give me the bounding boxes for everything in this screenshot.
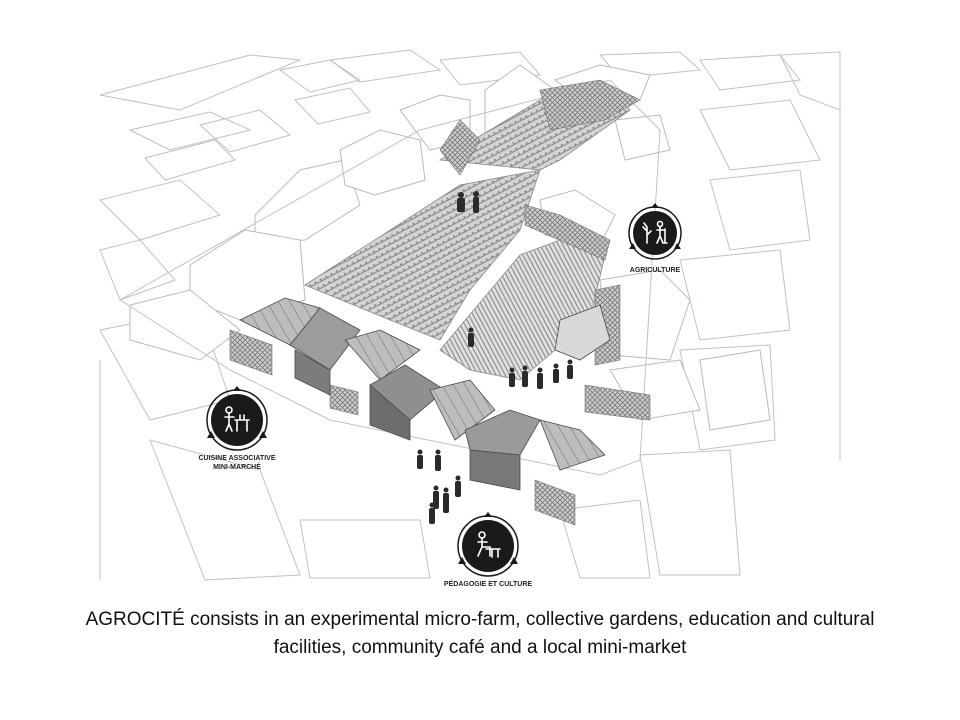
garden-rows — [439, 239, 606, 381]
kitchen-market-label: CUISINE ASSOCIATIVE MINI-MARCHÉ — [187, 454, 287, 472]
crop-field — [304, 169, 541, 341]
agriculture-icon — [628, 203, 682, 260]
greenhouses — [239, 297, 611, 491]
people — [417, 191, 573, 524]
kitchen-market-icon — [206, 386, 268, 451]
context-buildings — [99, 49, 841, 581]
education-culture-label: PÉDAGOGIE ET CULTURE — [443, 581, 533, 588]
kitchen-label-line2: MINI-MARCHÉ — [213, 464, 261, 471]
agriculture-label: AGRICULTURE — [629, 267, 681, 274]
axonometric-site-drawing — [99, 49, 841, 581]
caption: AGROCITÉ consists in an experimental mic… — [0, 606, 960, 662]
caption-line-1: AGROCITÉ consists in an experimental mic… — [85, 609, 875, 630]
fences — [229, 79, 651, 526]
education-culture-icon — [457, 512, 519, 577]
caption-line-2: facilities, community café and a local m… — [273, 637, 687, 658]
site-boundary — [119, 79, 661, 476]
kitchen-label-line1: CUISINE ASSOCIATIVE — [198, 455, 276, 462]
